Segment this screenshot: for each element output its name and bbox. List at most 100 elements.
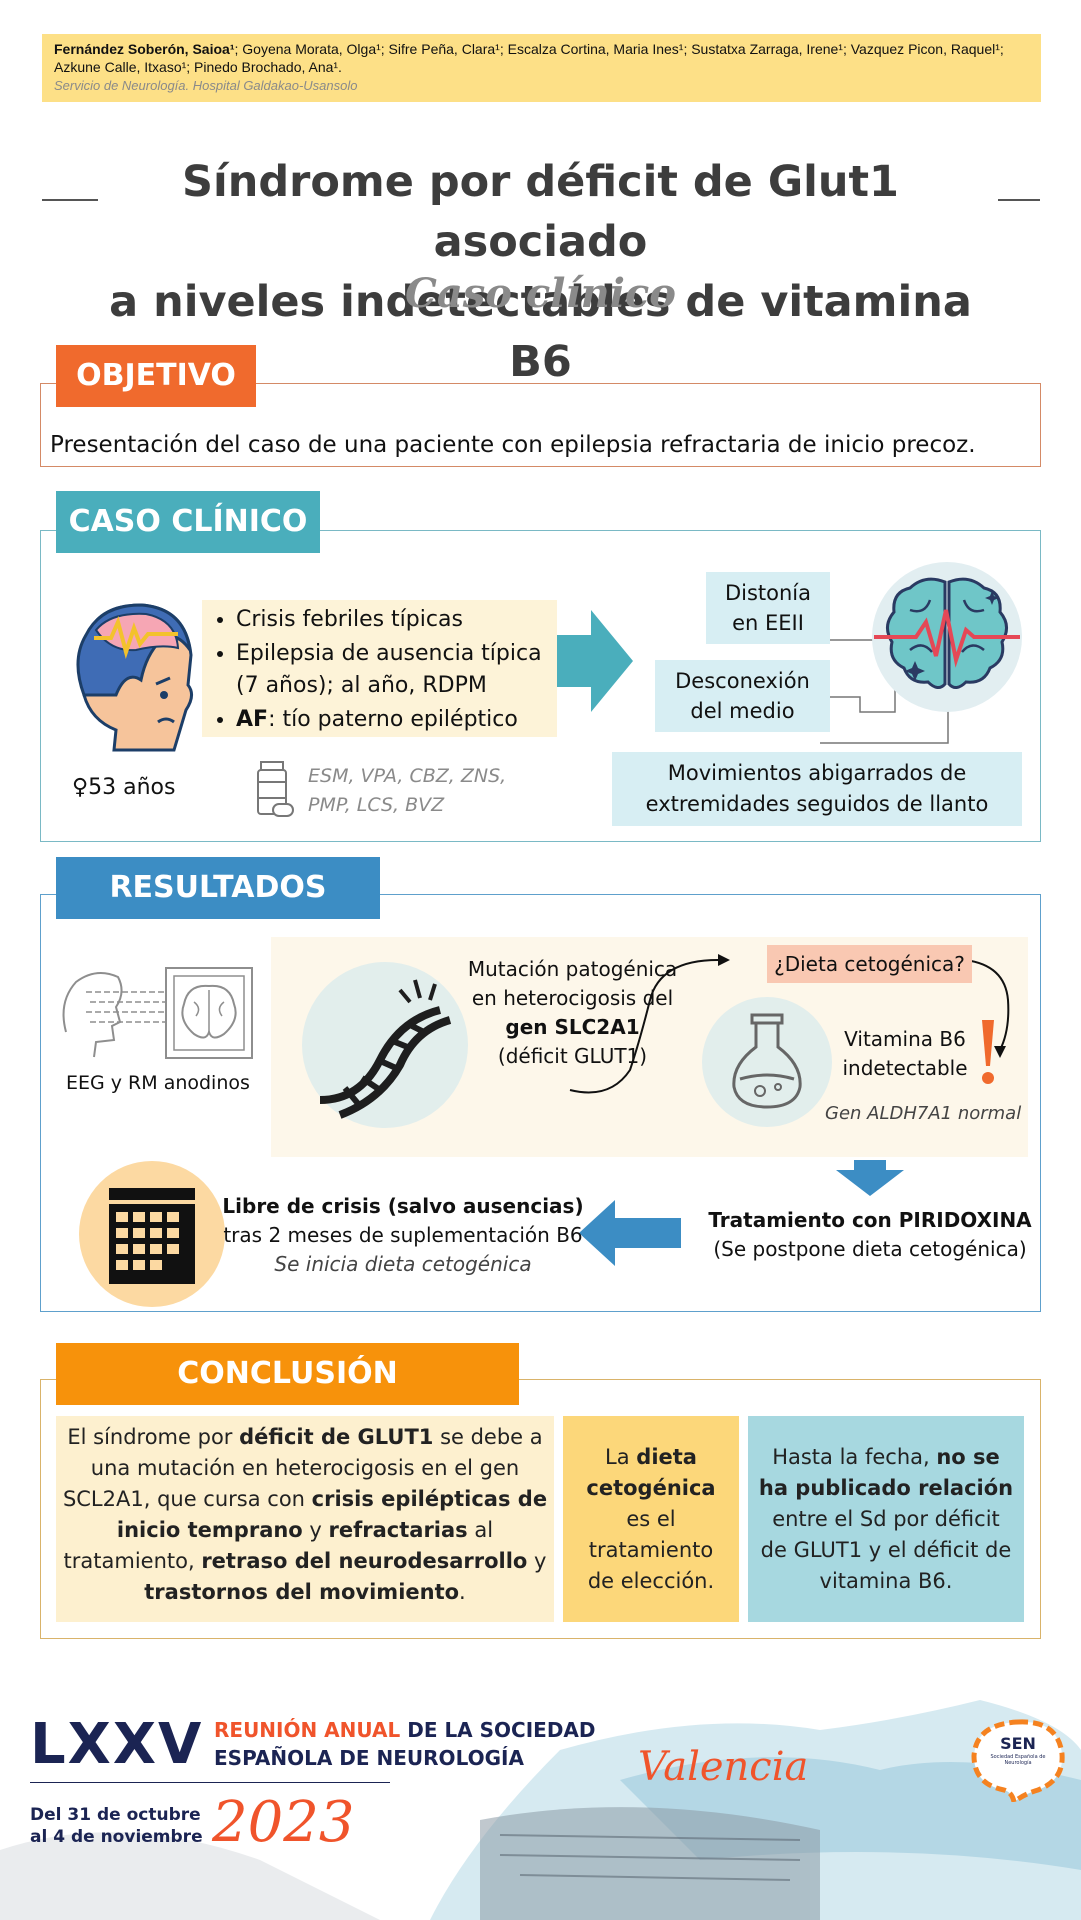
caso-header: CASO CLÍNICO <box>56 491 320 553</box>
medication-icon <box>257 761 294 817</box>
caso-box <box>40 530 1041 842</box>
bullet-2: Epilepsia de ausencia típica (7 años); a… <box>236 638 557 702</box>
symptom-disconnection-line-2: del medio <box>690 699 795 723</box>
congress-year: 2023 <box>212 1790 355 1855</box>
objetivo-header: OBJETIVO <box>56 345 256 407</box>
symptom-connectors <box>820 639 949 744</box>
title-line-1: Síndrome por déficit de Glut1 asociado <box>182 157 899 267</box>
caso-bullets: Crisis febriles típicas Epilepsia de aus… <box>202 600 557 737</box>
eeg-text: EEG y RM anodinos <box>66 1072 250 1094</box>
affiliation: Servicio de Neurología. Hospital Galdaka… <box>54 78 358 93</box>
symptom-disconnection: Desconexión del medio <box>655 660 830 732</box>
bullet-3: AF: tío paterno epiléptico <box>236 704 557 736</box>
congress-name-b: DE LA SOCIEDAD <box>400 1718 596 1742</box>
mutation-line-1: Mutación patogénica <box>467 957 678 981</box>
arrow-left-icon <box>579 1200 681 1266</box>
congress-number: LXXV <box>30 1712 204 1777</box>
treatment-line-2: (Se postpone dieta cetogénica) <box>713 1237 1027 1261</box>
c1-part: y <box>302 1518 329 1542</box>
footer-watercolor-background <box>0 1700 1081 1920</box>
crisis-free-text: Libre de crisis (salvo ausencias) tras 2… <box>218 1192 588 1279</box>
c1-bold: trastornos del movimiento <box>144 1580 460 1604</box>
conclusion-card-3: Hasta la fecha, no se ha publicado relac… <box>748 1416 1024 1622</box>
crisis-free-line-2: tras 2 meses de suplementación B6 <box>223 1223 583 1247</box>
conclusion-header: CONCLUSIÓN <box>56 1343 519 1405</box>
vitamin-text: Vitamina B6 indetectable <box>834 1025 976 1083</box>
mutation-line-2: en heterocigosis del <box>471 986 674 1010</box>
title-line-2: a niveles indetectables de vitamina B6 <box>109 277 972 387</box>
conclusion-card-1: El síndrome por déficit de GLUT1 se debe… <box>56 1416 554 1622</box>
symptom-movements-line-2: extremidades seguidos de llanto <box>645 792 989 816</box>
keto-diet-question: ¿Dieta cetogénica? <box>767 945 972 983</box>
symptom-disconnection-line-1: Desconexión <box>675 669 810 693</box>
aldh-gene-text: Gen ALDH7A1 normal <box>825 1103 1022 1124</box>
calendar-icon <box>79 1161 225 1307</box>
c1-part: El síndrome por <box>67 1425 240 1449</box>
c1-part: . <box>459 1580 466 1604</box>
objetivo-box <box>40 383 1041 467</box>
subtitle: Caso clínico <box>405 270 676 317</box>
resultados-box <box>40 894 1041 1312</box>
brain-icon <box>872 562 1022 712</box>
dates-line-1: Del 31 de octubre <box>30 1805 201 1825</box>
arrow-down-icon <box>836 1160 904 1196</box>
footer-divider <box>30 1782 390 1783</box>
congress-name-a: REUNIÓN ANUAL <box>214 1718 401 1742</box>
af-text: : tío paterno epiléptico <box>268 707 518 732</box>
title-rule-left <box>42 199 98 201</box>
treatment-title: Tratamiento con PIRIDOXINA <box>708 1208 1032 1232</box>
page-title: Síndrome por déficit de Glut1 asociado a… <box>80 152 1001 392</box>
congress-name-c: ESPAÑOLA DE NEUROLOGÍA <box>214 1746 524 1770</box>
symptom-dystonia-line-1: Distonía <box>724 581 812 605</box>
sen-logo-subtext: Sociedad Española de Neurología <box>990 1754 1046 1766</box>
c3-part: entre el Sd por déficit de GLUT1 y el dé… <box>760 1507 1012 1593</box>
c1-part: y <box>527 1549 547 1573</box>
vitamin-line-2: indetectable <box>842 1056 968 1080</box>
symptom-movements: Movimientos abigarrados de extremidades … <box>612 752 1022 826</box>
mutation-line-4: (déficit GLUT1) <box>497 1044 648 1068</box>
symptom-movements-line-1: Movimientos abigarrados de <box>667 761 967 785</box>
congress-city: Valencia <box>638 1744 809 1790</box>
lead-author: Fernández Soberón, Saioa¹ <box>54 41 235 57</box>
c2-bold: dieta cetogénica <box>586 1445 716 1500</box>
arrow-right-icon <box>557 610 633 712</box>
drug-list: ESM, VPA, CBZ, ZNS, PMP, LCS, BVZ <box>308 762 506 820</box>
symptom-dystonia: Distonía en EEII <box>706 572 830 644</box>
drug-list-line-2: PMP, LCS, BVZ <box>308 794 445 816</box>
congress-name: REUNIÓN ANUAL DE LA SOCIEDAD ESPAÑOLA DE… <box>214 1716 596 1772</box>
conclusion-card-2: La dieta cetogénica es el tratamiento de… <box>563 1416 739 1622</box>
c1-bold: retraso del neurodesarrollo <box>201 1549 528 1573</box>
c1-bold: déficit de GLUT1 <box>239 1425 434 1449</box>
sen-logo <box>971 1719 1065 1802</box>
dates-line-2: al 4 de noviembre <box>30 1827 203 1847</box>
c1-bold: refractarias <box>328 1518 468 1542</box>
title-rule-right <box>998 199 1040 201</box>
crisis-free-title: Libre de crisis (salvo ausencias) <box>222 1194 584 1218</box>
flow-curve-arrows <box>569 954 1010 1094</box>
af-label: AF <box>236 707 269 732</box>
drug-list-line-1: ESM, VPA, CBZ, ZNS, <box>308 765 507 787</box>
objetivo-text: Presentación del caso de una paciente co… <box>50 432 976 458</box>
mutation-gene: gen SLC2A1 <box>505 1015 640 1039</box>
eeg-mri-icon <box>62 967 253 1059</box>
symptom-dystonia-line-2: en EEII <box>732 611 804 635</box>
c1-part: se debe a una mutación en heterocigosis … <box>62 1425 543 1511</box>
patient-age: ♀53 años <box>72 775 176 800</box>
crisis-free-line-3: Se inicia dieta cetogénica <box>274 1252 532 1276</box>
vitamin-line-1: Vitamina B6 <box>844 1027 966 1051</box>
c1-part: al tratamiento, <box>63 1518 494 1573</box>
conclusion-box <box>40 1379 1041 1639</box>
c2-part: es el tratamiento de elección. <box>587 1507 715 1593</box>
patient-head-icon <box>76 603 193 752</box>
congress-dates: Del 31 de octubre al 4 de noviembre <box>30 1804 203 1848</box>
c3-part: Hasta la fecha, <box>772 1445 937 1469</box>
sen-logo-text: SEN <box>1000 1734 1036 1753</box>
flask-icon <box>702 997 832 1127</box>
bullet-1: Crisis febriles típicas <box>236 604 557 636</box>
exclamation-icon <box>982 1020 994 1084</box>
dna-icon <box>302 962 468 1128</box>
mutation-text: Mutación patogénica en heterocigosis del… <box>460 955 685 1071</box>
authors-band: Fernández Soberón, Saioa¹; Goyena Morata… <box>42 34 1041 102</box>
resultados-header: RESULTADOS <box>56 857 380 919</box>
treatment-text: Tratamiento con PIRIDOXINA (Se postpone … <box>700 1206 1040 1264</box>
